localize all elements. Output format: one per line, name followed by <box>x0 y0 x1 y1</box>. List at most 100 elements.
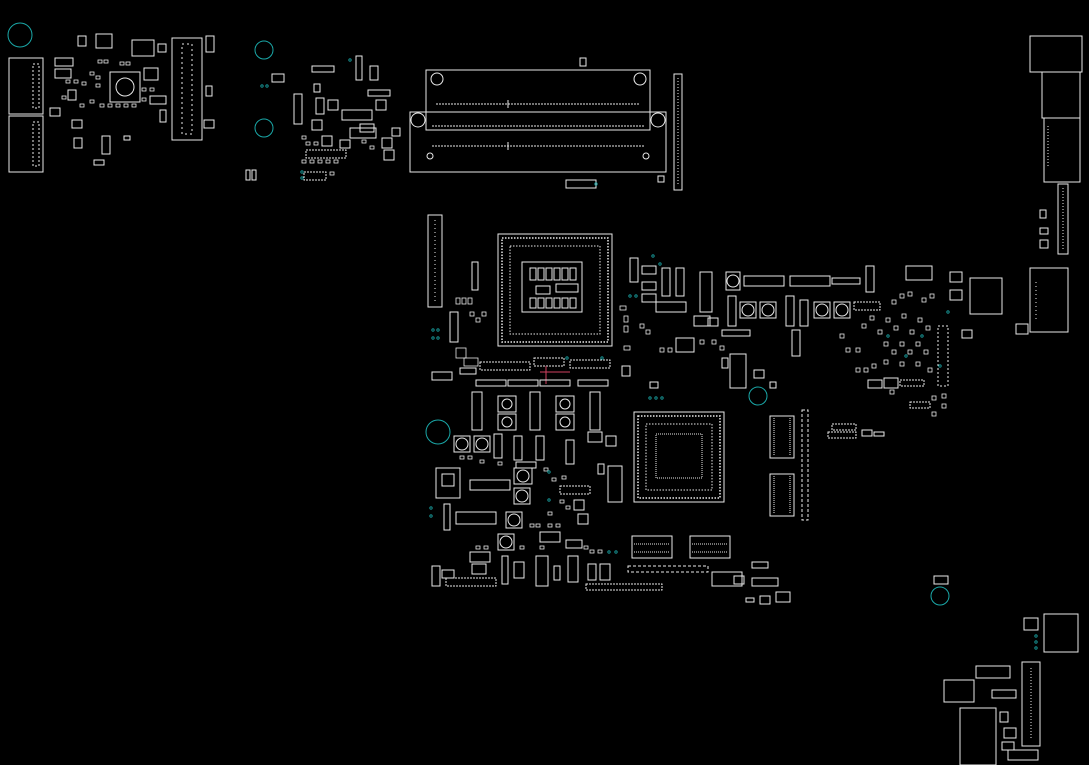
component[interactable] <box>293 93 303 125</box>
component[interactable] <box>587 563 597 581</box>
memory-chip[interactable] <box>631 535 673 559</box>
connector[interactable] <box>585 583 663 591</box>
component[interactable] <box>77 35 87 47</box>
component[interactable] <box>791 329 801 357</box>
component[interactable] <box>975 665 1011 679</box>
component[interactable] <box>349 127 377 139</box>
component-row[interactable] <box>627 565 709 573</box>
mosfet[interactable] <box>497 395 517 413</box>
ic-chip[interactable] <box>435 467 461 499</box>
usb-connector[interactable] <box>8 115 44 173</box>
component[interactable] <box>831 423 857 431</box>
component[interactable] <box>559 485 591 495</box>
component[interactable] <box>375 99 387 111</box>
sodimm-slot-top[interactable] <box>425 69 651 131</box>
component[interactable] <box>725 271 741 291</box>
component[interactable] <box>471 563 487 575</box>
component[interactable] <box>641 265 657 275</box>
mosfet[interactable] <box>497 413 517 431</box>
component[interactable] <box>471 261 479 291</box>
component[interactable] <box>943 679 975 703</box>
component[interactable] <box>341 109 373 121</box>
component[interactable] <box>493 433 503 459</box>
component[interactable] <box>475 379 507 387</box>
component[interactable] <box>827 431 857 439</box>
component[interactable] <box>391 127 401 137</box>
cpu-socket[interactable] <box>497 233 613 347</box>
ic-chip[interactable] <box>305 149 347 159</box>
memory-chip[interactable] <box>769 415 795 459</box>
component[interactable] <box>159 109 167 123</box>
component[interactable] <box>245 169 251 181</box>
component[interactable] <box>745 597 755 603</box>
inductor[interactable] <box>589 391 601 431</box>
component[interactable] <box>565 439 575 465</box>
component[interactable] <box>579 57 587 67</box>
component[interactable] <box>315 97 325 115</box>
fpc-connector[interactable] <box>1021 661 1041 747</box>
component[interactable] <box>369 65 379 81</box>
mosfet[interactable] <box>473 435 491 453</box>
component[interactable] <box>1039 227 1049 235</box>
ic-chip[interactable] <box>109 71 141 103</box>
component[interactable] <box>123 135 131 141</box>
component[interactable] <box>949 271 963 283</box>
component[interactable] <box>203 119 215 129</box>
component[interactable] <box>383 149 395 161</box>
component[interactable] <box>54 68 72 79</box>
component[interactable] <box>577 513 589 525</box>
component[interactable] <box>515 461 537 469</box>
ic-chip[interactable] <box>969 277 1003 315</box>
component[interactable] <box>751 577 779 587</box>
inductor[interactable] <box>529 391 541 431</box>
component[interactable] <box>565 179 597 189</box>
component[interactable] <box>861 429 873 437</box>
component[interactable] <box>149 95 167 105</box>
component[interactable] <box>621 365 631 377</box>
edge-connector[interactable] <box>673 73 683 191</box>
component[interactable] <box>991 689 1017 699</box>
component[interactable] <box>649 381 659 389</box>
mosfet[interactable] <box>813 301 831 319</box>
mosfet[interactable] <box>513 487 531 505</box>
component-row[interactable] <box>909 401 931 409</box>
component[interactable] <box>711 571 743 587</box>
component[interactable] <box>54 57 74 67</box>
component[interactable] <box>1043 613 1079 653</box>
component[interactable] <box>607 465 623 503</box>
component[interactable] <box>553 565 561 581</box>
mosfet[interactable] <box>555 395 575 413</box>
component[interactable] <box>661 267 671 297</box>
component[interactable] <box>641 281 657 291</box>
component[interactable] <box>443 503 451 531</box>
component[interactable] <box>743 275 785 287</box>
component[interactable] <box>1007 749 1039 761</box>
sodimm-slot-bottom[interactable] <box>409 111 667 173</box>
component[interactable] <box>513 561 525 579</box>
component[interactable] <box>1039 239 1049 249</box>
component[interactable] <box>359 123 375 133</box>
component[interactable] <box>729 353 747 389</box>
component[interactable] <box>535 555 549 587</box>
component[interactable] <box>769 381 777 389</box>
component[interactable] <box>251 169 257 181</box>
component[interactable] <box>441 569 455 579</box>
component[interactable] <box>469 479 511 491</box>
component[interactable] <box>95 33 113 49</box>
component[interactable] <box>867 379 883 389</box>
memory-chip[interactable] <box>769 473 795 517</box>
component[interactable] <box>73 137 83 149</box>
ic-chip[interactable] <box>905 265 933 281</box>
component[interactable] <box>313 83 321 93</box>
component[interactable] <box>501 555 509 585</box>
component[interactable] <box>565 539 583 549</box>
component[interactable] <box>693 315 711 327</box>
component[interactable] <box>1001 741 1015 751</box>
inductor[interactable] <box>471 391 483 431</box>
component[interactable] <box>513 435 523 461</box>
connector[interactable] <box>959 707 997 765</box>
component-row[interactable] <box>853 301 881 311</box>
component[interactable] <box>759 595 771 605</box>
component[interactable] <box>789 275 831 287</box>
component[interactable] <box>339 139 351 149</box>
